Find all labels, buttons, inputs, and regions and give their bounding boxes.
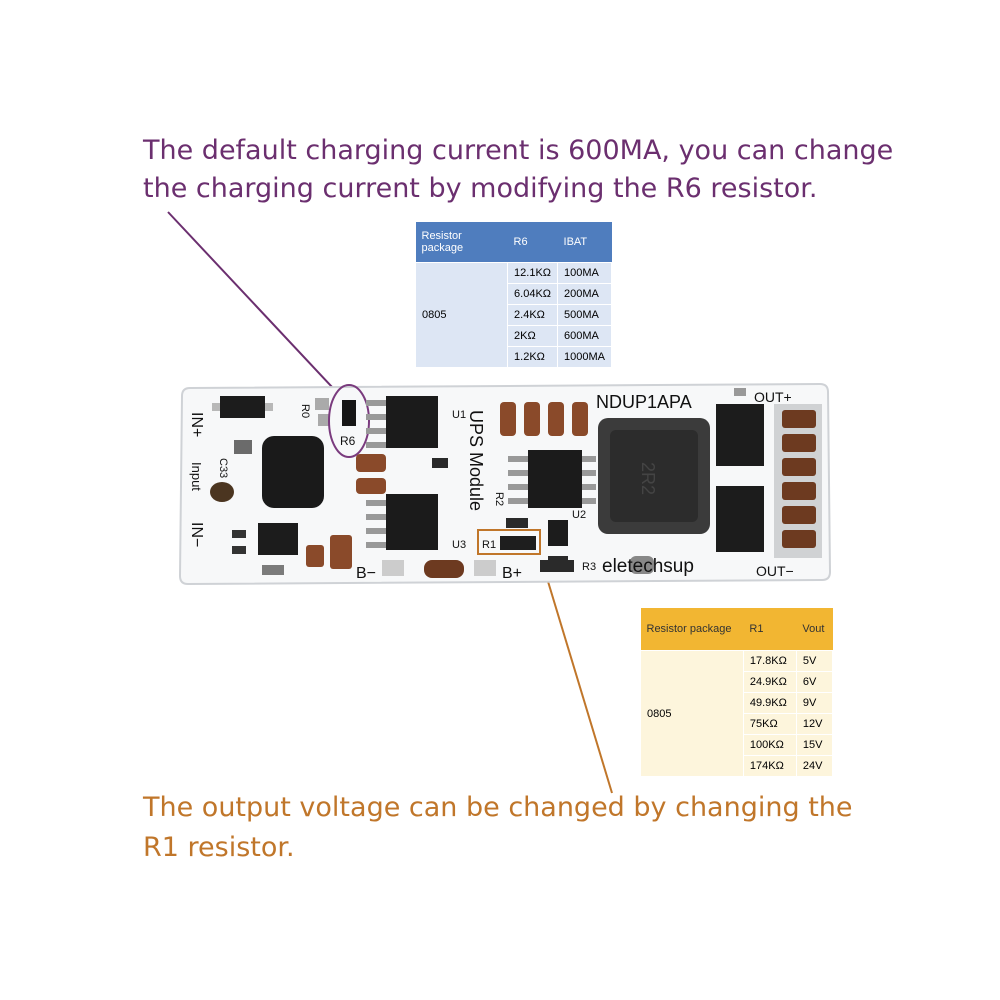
table-cell: 2.4KΩ [507, 304, 559, 326]
out-plus-label: OUT+ [754, 389, 792, 405]
r6-current-table: Resistor package R6 IBAT 0805 12.1KΩ 100… [414, 222, 612, 368]
r0-label: R0 [299, 404, 311, 418]
chip-u3 [386, 494, 438, 550]
package-cell: 0805 [414, 262, 509, 368]
c33-label: C33 [217, 458, 229, 478]
in-minus-label: IN− [188, 522, 205, 547]
table-cell: 6V [795, 671, 834, 693]
r6-label: R6 [340, 434, 356, 448]
r6-leader-line [167, 211, 348, 404]
table-cell: 49.9KΩ [742, 692, 797, 714]
out-minus-label: OUT− [756, 563, 794, 579]
caption-line: The output voltage can be changed by cha… [143, 792, 853, 823]
r1-leader-line [539, 554, 613, 794]
table-cell: 12V [795, 713, 834, 735]
caption-line: the charging current by modifying the R6… [143, 173, 818, 204]
caption-line: R1 resistor. [143, 832, 295, 863]
table-cell: 12.1KΩ [507, 262, 559, 284]
output-voltage-caption: The output voltage can be changed by cha… [143, 788, 853, 868]
table-cell: 9V [795, 692, 834, 714]
package-cell: 0805 [640, 650, 744, 777]
input-mosfet [220, 396, 265, 418]
table-cell: 2KΩ [507, 325, 559, 347]
u3-label: U3 [452, 539, 466, 551]
table-header: R6 [507, 222, 558, 263]
brand-label: eletechsup [602, 556, 694, 577]
table-cell: 17.8KΩ [742, 650, 797, 672]
table-header: R1 [743, 608, 797, 651]
table-cell: 75KΩ [742, 713, 797, 735]
table-header: IBAT [557, 222, 612, 263]
charging-current-caption: The default charging current is 600MA, y… [143, 132, 894, 208]
table-cell: 100MA [557, 262, 612, 284]
chip-u2 [528, 450, 582, 508]
r1-voltage-table: Resistor package R1 Vout 0805 17.8KΩ 5V … [640, 608, 834, 777]
in-plus-label: IN+ [188, 412, 205, 437]
table-cell: 24.9KΩ [742, 671, 797, 693]
b-plus-pad [474, 560, 496, 576]
table-cell: 15V [795, 734, 834, 756]
table-cell: 100KΩ [742, 734, 797, 756]
model-label: NDUP1APA [596, 392, 692, 412]
table-header: Vout [796, 608, 833, 651]
r6-resistor [342, 400, 356, 426]
u2-label: U2 [572, 509, 586, 521]
r2-label: R2 [493, 492, 505, 506]
module-label: UPS Module [466, 410, 486, 511]
chip-u1 [386, 396, 438, 448]
table-cell: 24V [795, 755, 834, 777]
r6-highlight-circle [328, 384, 370, 458]
r1-highlight-box [477, 529, 541, 555]
table-cell: 600MA [557, 325, 612, 347]
table-cell: 5V [795, 650, 834, 672]
inductor-small [262, 436, 324, 508]
b-minus-pad [382, 560, 404, 576]
table-cell: 1000MA [557, 346, 612, 368]
table-header: Resistor package [640, 608, 744, 651]
table-cell: 174KΩ [742, 755, 797, 777]
caption-line: The default charging current is 600MA, y… [143, 135, 894, 166]
table-cell: 6.04KΩ [507, 283, 559, 305]
table-header: Resistor package [415, 222, 508, 263]
b-plus-label: B+ [502, 565, 522, 582]
b-minus-label: B− [356, 565, 376, 582]
inductor-marking: 2R2 [638, 462, 658, 495]
r3-label: R3 [582, 561, 596, 573]
u1-label: U1 [452, 409, 466, 421]
r1-resistor [500, 536, 536, 550]
r1-label: R1 [482, 539, 496, 551]
input-label: Input [189, 462, 204, 491]
